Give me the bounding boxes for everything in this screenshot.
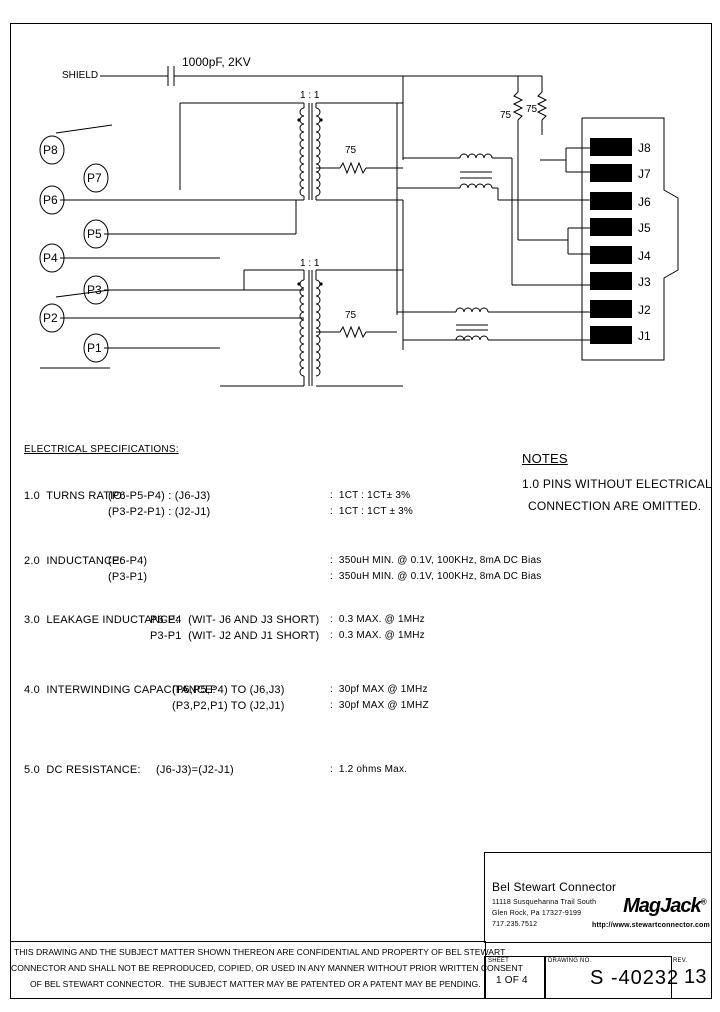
drawing-number: S -40232 bbox=[590, 967, 680, 989]
spec-1-value-1: : 1CT : 1CT± 3% bbox=[330, 490, 411, 501]
website: http://www.stewartconnector.com bbox=[592, 922, 710, 929]
notes-line-1: 1.0 PINS WITHOUT ELECTRICAL bbox=[522, 477, 712, 491]
notes-line-2: CONNECTION ARE OMITTED. bbox=[528, 499, 702, 513]
pin-label-j7: J7 bbox=[638, 167, 651, 181]
ratio-top: 1 : 1 bbox=[300, 90, 320, 101]
registered-mark: ® bbox=[700, 897, 707, 907]
spec-4-cond-1: (P6,P5,P4) TO (J6,J3) bbox=[172, 684, 285, 696]
company-name: Bel Stewart Connector bbox=[492, 880, 617, 894]
spec-3-value-2: : 0.3 MAX. @ 1MHz bbox=[330, 630, 425, 641]
resistor-bottom-label: 75 bbox=[345, 310, 357, 321]
spec-1-value-2: : 1CT : 1CT ± 3% bbox=[330, 506, 413, 517]
ratio-bottom: 1 : 1 bbox=[300, 258, 320, 269]
title-block bbox=[484, 852, 712, 943]
pin-label-j6: J6 bbox=[638, 195, 651, 209]
pin-label-p8: P8 bbox=[43, 143, 58, 157]
drawing-cell bbox=[544, 956, 672, 999]
confidential-line-3: OF BEL STEWART CONNECTOR. THE SUBJECT MA… bbox=[30, 979, 481, 989]
schematic-diagram: SHIELD 1000pF, 2KV 1 : 1 1 : 1 75 75 75 … bbox=[39, 55, 679, 387]
spec-5-label: 5.0 DC RESISTANCE: bbox=[24, 764, 141, 776]
capacitor-label: 1000pF, 2KV bbox=[182, 55, 251, 69]
pin-label-j8: J8 bbox=[638, 141, 651, 155]
rev-label: REV. bbox=[673, 958, 688, 964]
shunt-resistor-2-label: 75 bbox=[526, 104, 538, 115]
pin-label-p3: P3 bbox=[87, 283, 102, 297]
resistor-top-label: 75 bbox=[345, 145, 357, 156]
pin-label-j2: J2 bbox=[638, 303, 651, 317]
spec-2-label: 2.0 INDUCTANCE: bbox=[24, 555, 123, 567]
company-phone: 717.235.7512 bbox=[492, 921, 538, 928]
shield-label: SHIELD bbox=[62, 70, 98, 81]
pin-label-p6: P6 bbox=[43, 193, 58, 207]
spec-2-value-2: : 350uH MIN. @ 0.1V, 100KHz, 8mA DC Bias bbox=[330, 571, 542, 582]
spec-3-cond-1: P6-P4 (WIT- J6 AND J3 SHORT) bbox=[150, 614, 320, 626]
specs-heading: ELECTRICAL SPECIFICATIONS: bbox=[24, 444, 179, 455]
pin-label-p4: P4 bbox=[43, 251, 58, 265]
rev-value: 13 bbox=[684, 966, 707, 988]
spec-5-cond-1: (J6-J3)=(J2-J1) bbox=[156, 764, 234, 776]
pin-label-j4: J4 bbox=[638, 249, 651, 263]
drawing-label: DRAWING NO. bbox=[548, 958, 592, 964]
spec-2-cond-1: (P6-P4) bbox=[108, 555, 148, 567]
sheet-label: SHEET bbox=[488, 958, 510, 964]
confidential-box bbox=[10, 941, 486, 999]
pin-label-p7: P7 bbox=[87, 171, 102, 185]
pin-label-p2: P2 bbox=[43, 311, 58, 325]
confidential-line-2: CONNECTOR AND SHALL NOT BE REPRODUCED, C… bbox=[11, 963, 523, 973]
spec-2-value-1: : 350uH MIN. @ 0.1V, 100KHz, 8mA DC Bias bbox=[330, 555, 542, 566]
spec-4-cond-2: (P3,P2,P1) TO (J2,J1) bbox=[172, 700, 285, 712]
spec-3-value-1: : 0.3 MAX. @ 1MHz bbox=[330, 614, 425, 625]
spec-1-cond-1: (P6-P5-P4) : (J6-J3) bbox=[108, 490, 211, 502]
spec-1-cond-2: (P3-P2-P1) : (J2-J1) bbox=[108, 506, 211, 518]
notes-heading: NOTES bbox=[522, 451, 568, 466]
spec-1-label: 1.0 TURNS RATIO: bbox=[24, 490, 126, 502]
spec-4-value-2: : 30pf MAX @ 1MHZ bbox=[330, 700, 429, 711]
sheet-cell bbox=[484, 956, 546, 999]
spec-5-value-1: : 1.2 ohms Max. bbox=[330, 764, 408, 775]
pin-label-p5: P5 bbox=[87, 227, 102, 241]
brand-name: MagJack bbox=[623, 895, 701, 917]
spec-4-value-1: : 30pf MAX @ 1MHz bbox=[330, 684, 428, 695]
company-address-1: 11118 Susquehanna Trail South bbox=[492, 899, 597, 906]
sheet-value: 1 OF 4 bbox=[496, 975, 528, 986]
pin-label-j1: J1 bbox=[638, 329, 651, 343]
spec-3-cond-2: P3-P1 (WIT- J2 AND J1 SHORT) bbox=[150, 630, 320, 642]
company-address-2: Glen Rock, Pa 17327-9199 bbox=[492, 910, 582, 917]
pin-label-j5: J5 bbox=[638, 221, 651, 235]
confidential-line-1: THIS DRAWING AND THE SUBJECT MATTER SHOW… bbox=[14, 947, 506, 957]
brand-logo: MagJack® bbox=[614, 872, 706, 918]
spec-4-label: 4.0 INTERWINDING CAPACITANCE: bbox=[24, 684, 216, 696]
pin-label-p1: P1 bbox=[87, 341, 102, 355]
shunt-resistor-1-label: 75 bbox=[500, 110, 512, 121]
pin-label-j3: J3 bbox=[638, 275, 651, 289]
spec-2-cond-2: (P3-P1) bbox=[108, 571, 148, 583]
spec-3-label: 3.0 LEAKAGE INDUCTANCE: bbox=[24, 614, 179, 626]
